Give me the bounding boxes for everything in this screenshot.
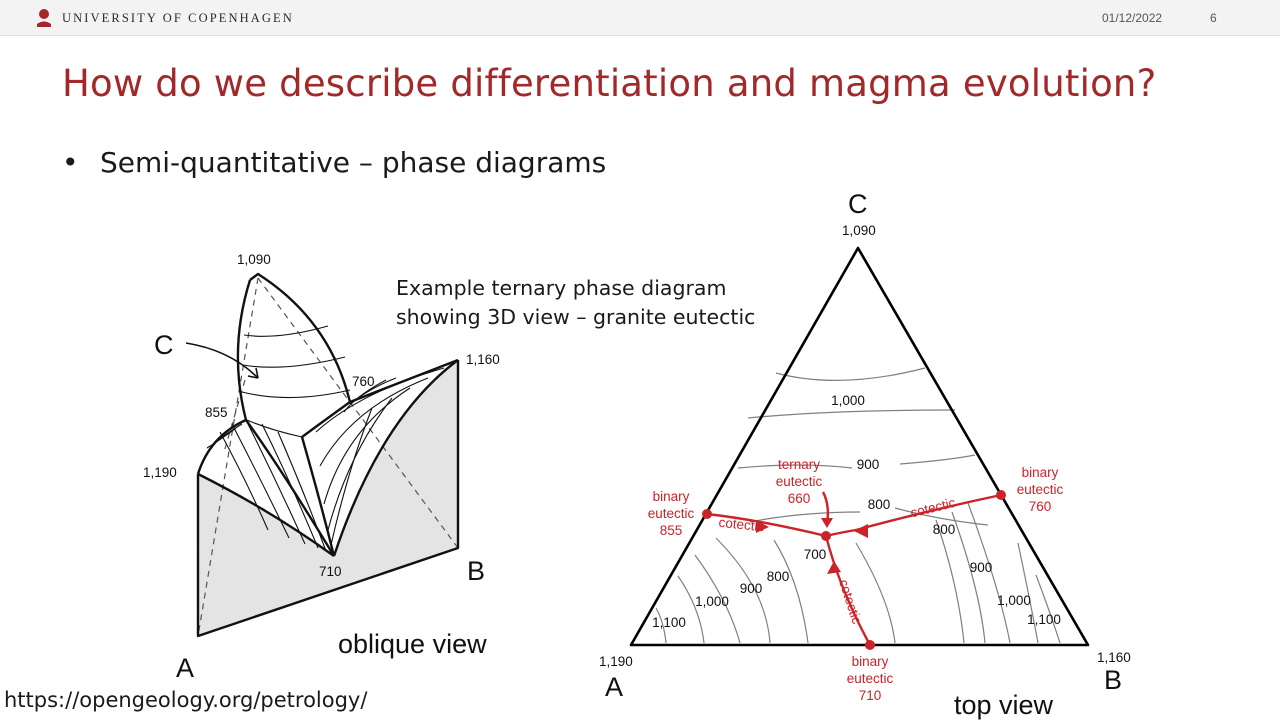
top-corner-a: A [605,672,623,702]
oblique-temp-710: 710 [319,564,342,579]
oblique-temp-a-top: 1,190 [143,465,177,480]
bullet-marker: • [62,146,79,179]
left-binary-word: binary [653,489,690,504]
binary-eutectic-point-760 [996,490,1006,500]
top-view-label: top view [954,690,1054,720]
top-corner-b: B [1104,665,1122,695]
bullet-item: • Semi-quantitative – phase diagrams [62,146,606,179]
isotherm-label-900-b: 900 [970,560,993,575]
oblique-temp-c-top: 1,090 [237,252,271,267]
isotherm-label-1000-top: 1,000 [831,393,865,408]
top-cotectic-lines [706,491,1002,646]
isotherm-label-1100-a: 1,100 [652,615,686,630]
oblique-temp-760: 760 [352,374,375,389]
right-eutectic-temp: 760 [1029,499,1052,514]
right-eutectic-word: eutectic [1017,482,1064,497]
top-cotectic-arrowheads [756,518,868,574]
cotectic-label-left: cotectic [718,515,765,535]
figure-caption: Example ternary phase diagram showing 3D… [396,274,755,332]
right-binary-word: binary [1022,465,1059,480]
binary-eutectic-point-855 [702,509,712,519]
bottom-binary-word: binary [852,654,889,669]
isotherm-label-900-a: 900 [740,581,763,596]
isotherm-label-1000-b: 1,000 [997,593,1031,608]
top-temp-a: 1,190 [599,654,633,669]
isotherm-label-1000-a: 1,000 [695,594,729,609]
top-temp-b: 1,160 [1097,650,1131,665]
top-eutectic-points [702,490,1006,650]
left-eutectic-temp: 855 [660,523,683,538]
ternary-eutectic-point-660 [821,531,831,541]
cotectic-label-vertical: cotectic [836,578,864,626]
university-logo-icon [37,9,51,27]
top-temp-c: 1,090 [842,223,876,238]
top-triangle-outline [629,246,1090,647]
isotherm-label-1100-b: 1,100 [1027,612,1061,627]
top-diagram: 1,000 900 800 1,100 1,000 900 800 700 80… [599,189,1131,720]
ternary-word: ternary [778,457,820,472]
bullet-text: Semi-quantitative – phase diagrams [100,146,607,179]
isotherm-label-800-a: 800 [767,569,790,584]
binary-eutectic-point-710 [865,640,875,650]
header-bar: UNIVERSITY OF COPENHAGEN 01/12/2022 6 [0,0,1280,36]
oblique-corner-c: C [154,330,174,360]
top-corner-labels: C 1,090 1,190 A 1,160 B top view [599,189,1131,720]
oblique-pointer-arrowhead [247,367,259,379]
oblique-view-label: oblique view [338,629,487,659]
oblique-temp-b-top: 1,160 [466,352,500,367]
oblique-temp-855: 855 [205,405,228,420]
isotherm-label-800-b: 800 [933,522,956,537]
top-corner-c: C [848,189,868,219]
source-link[interactable]: https://opengeology.org/petrology/ [4,688,368,712]
slide-date: 01/12/2022 [1102,11,1163,25]
oblique-front-wall [198,474,458,636]
slide-number: 6 [1210,11,1217,25]
left-eutectic-word: eutectic [648,506,695,521]
oblique-diagram: C A B 1,090 1,160 1,190 855 760 710 obli… [143,252,500,683]
bottom-eutectic-word: eutectic [847,671,894,686]
university-name: UNIVERSITY OF COPENHAGEN [62,11,294,25]
caption-line-1: Example ternary phase diagram [396,276,727,300]
ternary-eutectic-temp: 660 [788,491,811,506]
caption-line-2: showing 3D view – granite eutectic [396,305,756,329]
isotherm-label-900-top: 900 [857,457,880,472]
oblique-corner-b: B [467,556,485,586]
oblique-outline [196,272,460,638]
oblique-labels: C A B 1,090 1,160 1,190 855 760 710 obli… [143,252,500,683]
ternary-eutectic-word: eutectic [776,474,823,489]
isotherm-label-700: 700 [804,547,827,562]
oblique-right-wall [334,360,458,556]
oblique-corner-a: A [176,653,194,683]
slide-title: How do we describe differentiation and m… [62,62,1157,105]
oblique-pointer-arrow [185,342,259,379]
top-isotherms [655,367,1061,644]
isotherm-label-800-top: 800 [868,497,891,512]
top-isotherm-labels: 1,000 900 800 1,100 1,000 900 800 700 80… [652,393,1061,630]
bottom-eutectic-temp: 710 [859,688,882,703]
